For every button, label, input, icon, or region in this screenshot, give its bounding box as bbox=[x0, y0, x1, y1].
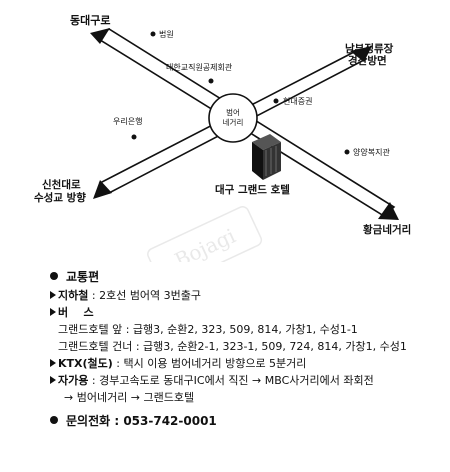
ktx-text: 택시 이용 범어네거리 방향으로 5분거리 bbox=[123, 356, 307, 370]
location-map: 범어 네거리 동대구로 남부정류장 경산방면 신천대로 수성교 방향 황금네거리… bbox=[34, 13, 411, 262]
subway-label: 지하철 bbox=[58, 288, 89, 302]
car-row: 자가용 : 경부고속도로 동대구IC에서 직진 → MBC사거리에서 좌회전 bbox=[50, 372, 445, 389]
marker-teachers-icon bbox=[208, 78, 214, 84]
bus-row: 버 스 bbox=[50, 304, 445, 321]
marker-hyundai-icon bbox=[273, 98, 279, 104]
ktx-label: KTX(철도) bbox=[58, 356, 113, 370]
transport-heading: 교통편 bbox=[50, 268, 445, 287]
bus-across-row: 그랜드호텔 건너 : 급행3, 순환2-1, 323-1, 509, 724, … bbox=[58, 339, 407, 353]
arrow-nw-icon bbox=[90, 28, 110, 44]
hotel-building-icon bbox=[252, 134, 281, 180]
car-label: 자가용 bbox=[58, 373, 89, 387]
arrow-sw-icon bbox=[93, 180, 112, 199]
triangle-bullet-icon bbox=[50, 375, 56, 384]
label-suseonggyo: 수성교 방향 bbox=[34, 191, 86, 204]
marker-woori-icon bbox=[131, 134, 137, 140]
triangle-bullet-icon bbox=[50, 358, 56, 367]
intersection-beomeo: 범어 네거리 bbox=[208, 93, 258, 143]
label-grand-hotel: 대구 그랜드 호텔 bbox=[215, 183, 290, 196]
label-teachers-hall: 대한교직원공제회관 bbox=[166, 62, 233, 72]
bus-front-row: 그랜드호텔 앞 : 급행3, 순환2, 323, 509, 814, 가창1, … bbox=[58, 322, 358, 336]
phone-number: 053-742-0001 bbox=[123, 413, 217, 428]
intersection-label-1: 범어 bbox=[226, 107, 240, 117]
label-hyundai: 현대증권 bbox=[283, 96, 312, 106]
car-text: 경부고속도로 동대구IC에서 직진 → MBC사거리에서 좌회전 bbox=[99, 373, 374, 387]
marker-court-icon bbox=[150, 31, 156, 37]
bullet-icon bbox=[50, 415, 58, 424]
subway-text: 2호선 범어역 3번출구 bbox=[99, 288, 202, 302]
label-nambu-terminal: 남부정류장 bbox=[345, 42, 394, 55]
transport-heading-text: 교통편 bbox=[66, 270, 100, 284]
ktx-row: KTX(철도) : 택시 이용 범어네거리 방향으로 5분거리 bbox=[50, 355, 445, 372]
watermark-text: Bojagi bbox=[171, 224, 239, 262]
label-gyeongsan: 경산방면 bbox=[348, 54, 387, 67]
label-sincheon-daero: 신천대로 bbox=[42, 178, 81, 191]
subway-row: 지하철 : 2호선 범어역 3번출구 bbox=[50, 287, 445, 304]
car-row-2: → 범어네거리 → 그랜드호텔 bbox=[64, 390, 195, 404]
bus-label: 버 스 bbox=[58, 305, 94, 319]
phone-row: 문의전화 : 053-742-0001 bbox=[50, 412, 445, 431]
watermark-stamp: Bojagi bbox=[147, 206, 263, 262]
label-dongdaegu-ro: 동대구로 bbox=[70, 13, 110, 27]
label-court: 법원 bbox=[159, 29, 174, 39]
marker-yangyang-icon bbox=[344, 149, 350, 155]
intersection-label-2: 네거리 bbox=[223, 118, 244, 127]
label-hwanggeum: 황금네거리 bbox=[363, 223, 411, 236]
label-yangyang: 양양복지관 bbox=[353, 147, 390, 157]
triangle-bullet-icon bbox=[50, 290, 56, 299]
phone-label: 문의전화 bbox=[66, 413, 111, 428]
bullet-icon bbox=[50, 272, 58, 280]
arrow-se-icon bbox=[378, 202, 399, 220]
triangle-bullet-icon bbox=[50, 307, 56, 316]
label-woori-bank: 우리은행 bbox=[113, 116, 142, 126]
arrow-ne-icon bbox=[350, 46, 372, 62]
directions-info: 교통편 지하철 : 2호선 범어역 3번출구 버 스 그랜드호텔 앞 : 급행3… bbox=[50, 268, 445, 431]
